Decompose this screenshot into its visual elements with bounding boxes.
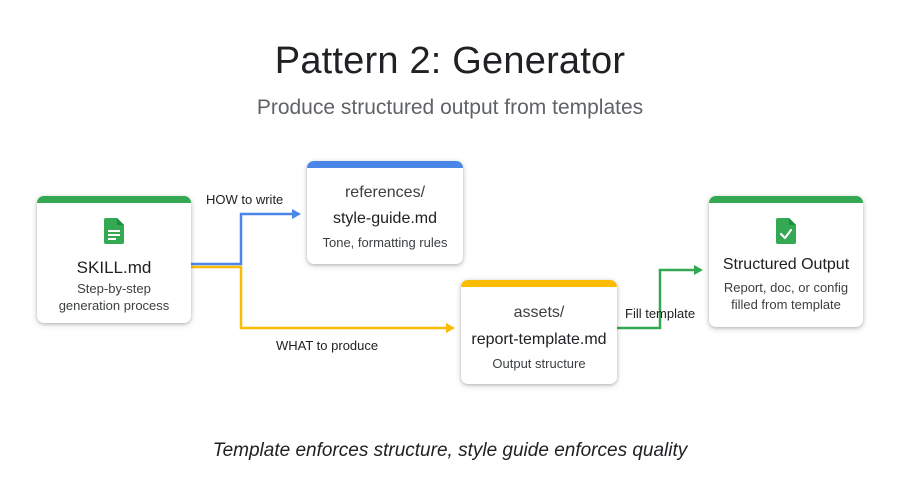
node-assets-desc: Output structure bbox=[492, 356, 586, 371]
card-accent-bar bbox=[709, 196, 863, 203]
edge-fill-line bbox=[617, 265, 703, 330]
card-accent-bar bbox=[461, 280, 617, 287]
diagram-title: Pattern 2: Generator bbox=[274, 40, 626, 82]
node-skill: SKILL.md Step-by-step generation process bbox=[37, 196, 191, 323]
node-skill-name: SKILL.md bbox=[76, 258, 152, 277]
node-assets-name: report-template.md bbox=[471, 331, 607, 348]
card-accent-bar bbox=[37, 196, 191, 203]
edge-label-what: WHAT to produce bbox=[276, 338, 379, 353]
diagram-subtitle: Produce structured output from templates bbox=[256, 96, 644, 119]
edge-label-fill: Fill template bbox=[625, 306, 696, 321]
diagram-caption: Template enforces structure, style guide… bbox=[212, 440, 688, 461]
node-references: references/ style-guide.md Tone, formatt… bbox=[307, 161, 463, 264]
node-assets-dir: assets/ bbox=[513, 304, 565, 321]
node-output: Structured Output Report, doc, or config… bbox=[709, 196, 863, 327]
node-output-desc: Report, doc, or config filled from templ… bbox=[709, 279, 863, 313]
node-output-desc-line1: Report, doc, or config bbox=[723, 280, 849, 295]
node-output-desc-line2: filled from template bbox=[731, 297, 841, 312]
node-references-dir: references/ bbox=[344, 184, 426, 201]
edge-how-line bbox=[191, 209, 301, 266]
node-references-name: style-guide.md bbox=[332, 210, 438, 227]
checked-document-icon bbox=[776, 218, 796, 249]
edge-what-line bbox=[191, 265, 455, 333]
node-skill-desc-line1: Step-by-step bbox=[77, 281, 151, 296]
node-output-name: Structured Output bbox=[722, 256, 850, 273]
document-icon bbox=[104, 218, 124, 249]
edge-label-how: HOW to write bbox=[206, 192, 284, 207]
card-accent-bar bbox=[307, 161, 463, 168]
node-skill-desc-line2: generation process bbox=[58, 298, 170, 313]
node-references-desc: Tone, formatting rules bbox=[322, 235, 448, 250]
node-skill-desc: Step-by-step generation process bbox=[37, 280, 191, 314]
node-assets: assets/ report-template.md Output struct… bbox=[461, 280, 617, 384]
